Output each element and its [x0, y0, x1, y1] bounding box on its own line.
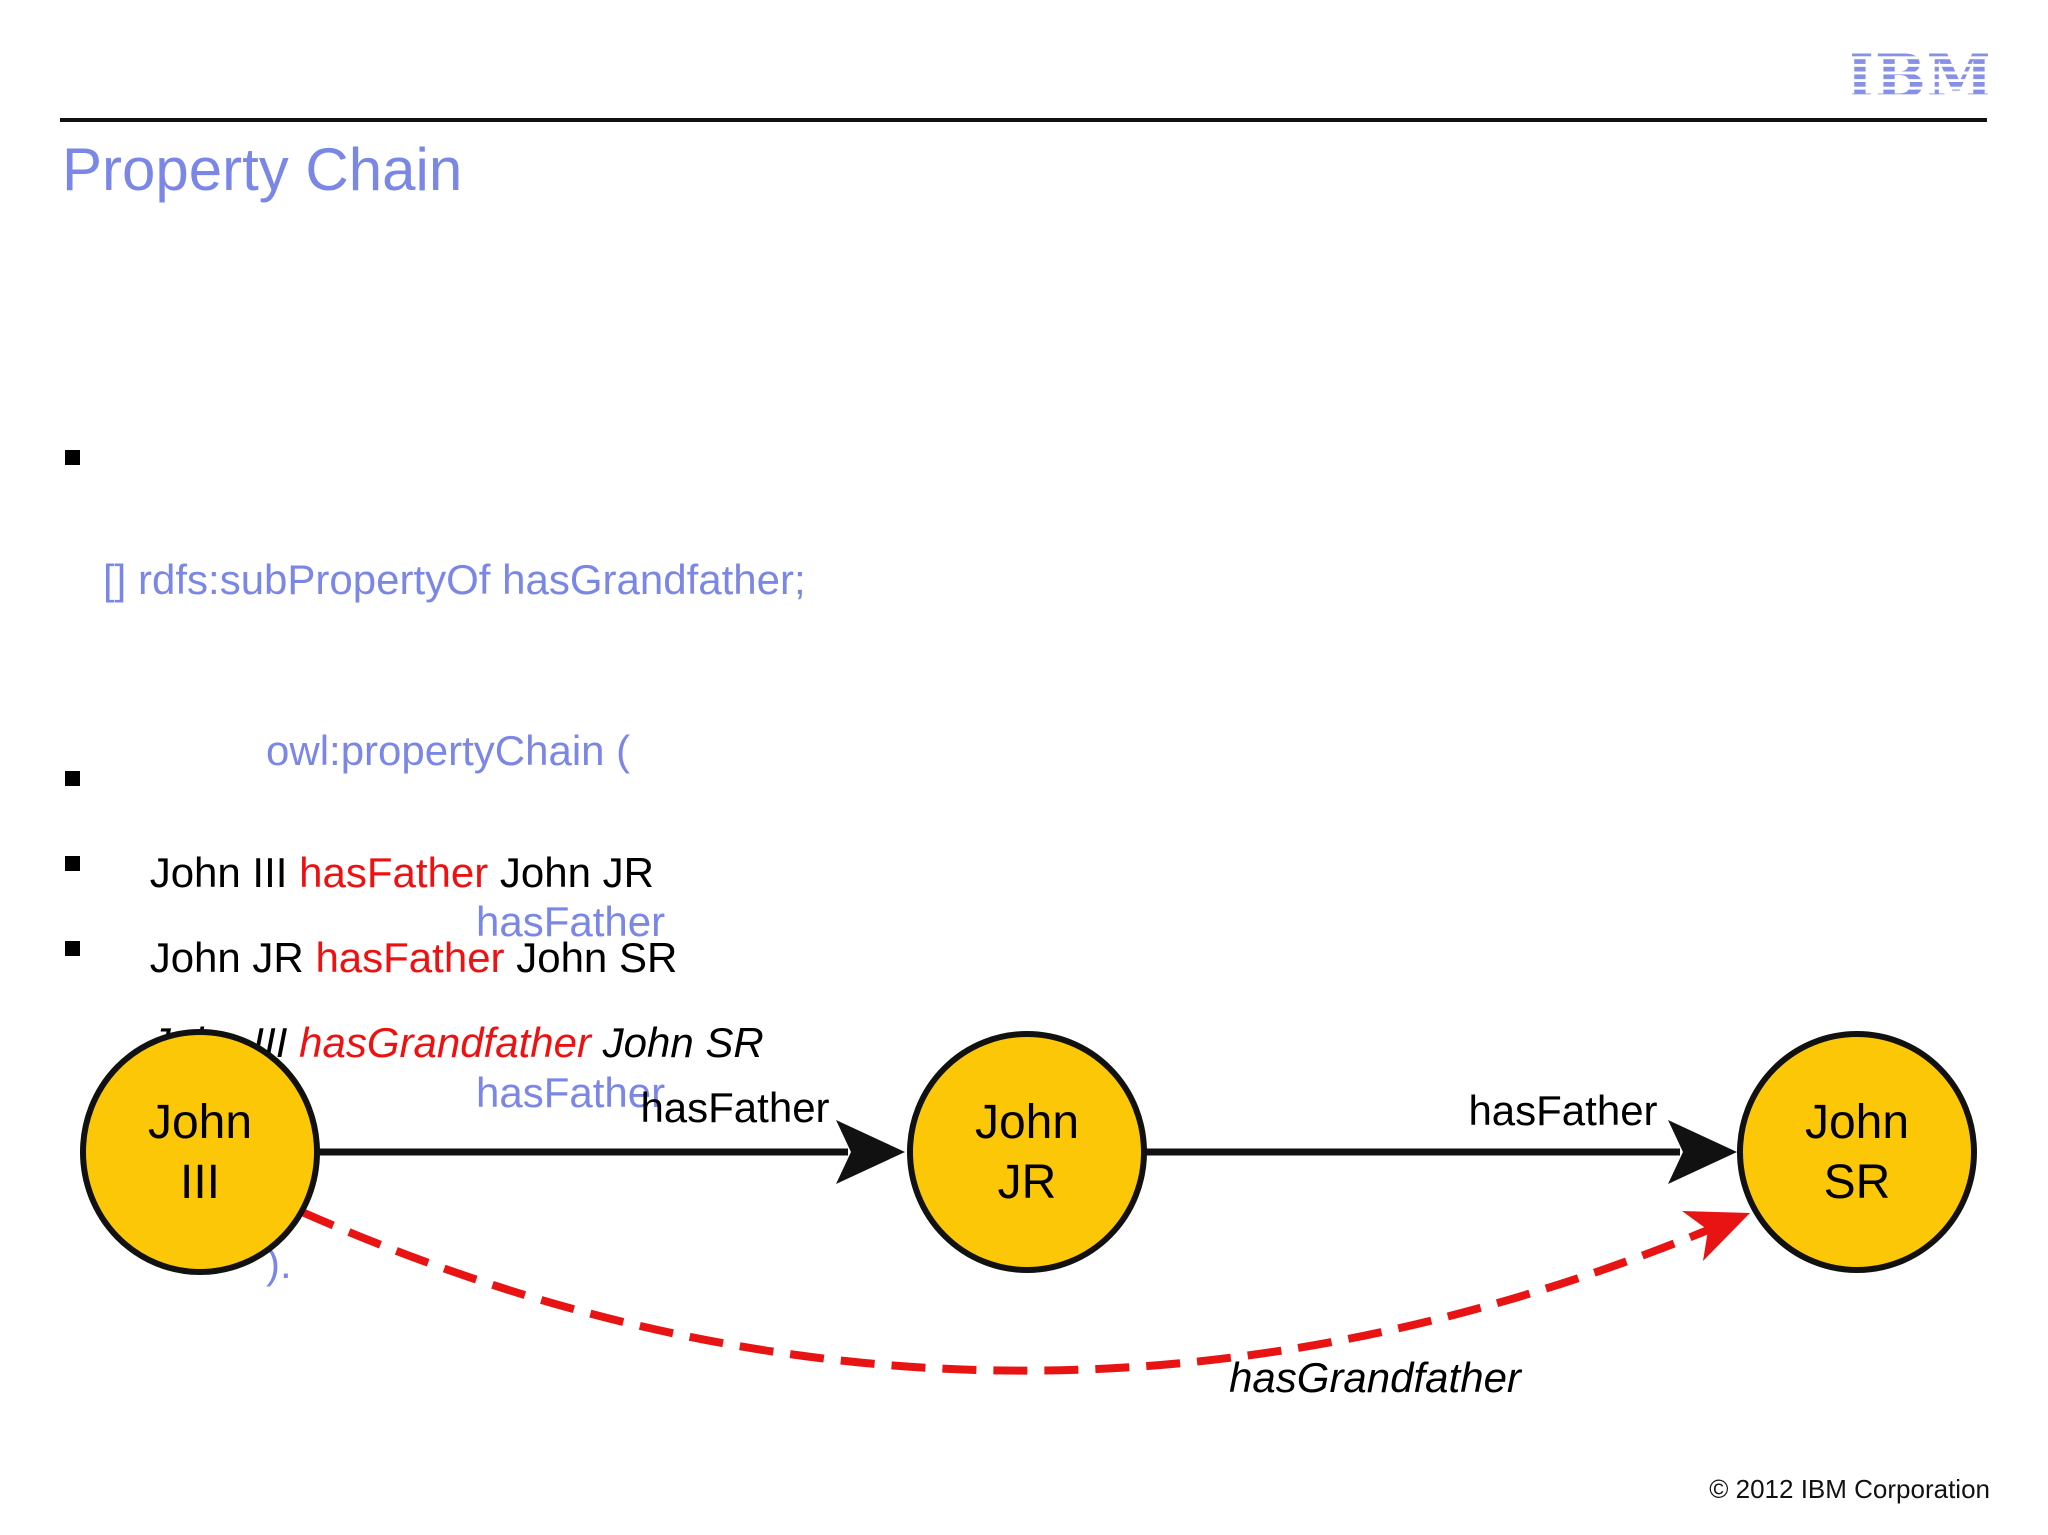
page-title: Property Chain	[62, 136, 463, 203]
bullet-square-icon	[65, 856, 80, 871]
ibm-logo-icon: IBM	[1852, 44, 1988, 106]
fact-object: John JR	[488, 849, 654, 897]
node-john-iii-label-line1: John	[148, 1096, 252, 1149]
code-line: owl:propertyChain (	[266, 727, 631, 774]
fact-row: John JR hasFather John SR	[65, 843, 677, 1028]
fact-row: John III hasFather John JR	[65, 758, 654, 943]
edge-hasfather-1-label: hasFather	[640, 1084, 829, 1131]
ibm-logo-text: IBM	[1852, 44, 1988, 106]
property-chain-diagram: hasFather hasFather hasGrandfather John …	[80, 1029, 1977, 1401]
code-line: hasFather	[476, 1069, 666, 1116]
fact-text: John JR hasFather John SR	[150, 935, 678, 981]
fact-object: John SR	[590, 1019, 764, 1067]
node-john-sr-label-line2: SR	[1824, 1156, 1891, 1209]
copyright-notice: © 2012 IBM Corporation	[1709, 1474, 1990, 1504]
code-lines: [] rdfs:subPropertyOf hasGrandfather; ow…	[103, 437, 806, 1406]
bullet-square-icon	[65, 771, 80, 786]
fact-text: John III hasFather John JR	[150, 850, 654, 896]
fact-subject: John III	[149, 849, 300, 897]
edge-hasgrandfather-arrowhead-icon	[1682, 1211, 1750, 1261]
edge-hasfather-2-label: hasFather	[1468, 1087, 1657, 1134]
fact-predicate: hasGrandfather	[299, 1019, 591, 1067]
node-john-sr	[1737, 1031, 1977, 1273]
code-line: [] rdfs:subPropertyOf hasGrandfather;	[103, 556, 806, 603]
node-john-jr-label-line1: John	[975, 1096, 1079, 1149]
bullet-square-icon	[65, 941, 80, 956]
fact-subject: John JR	[149, 934, 316, 982]
node-john-sr-label-line1: John	[1805, 1096, 1909, 1149]
edge-hasfather-1-arrowhead-icon	[836, 1120, 905, 1184]
header-divider	[60, 118, 1987, 122]
code-block: [] rdfs:subPropertyOf hasGrandfather; ow…	[65, 437, 806, 1406]
node-john-jr-label-line2: JR	[998, 1156, 1057, 1209]
fact-predicate: hasFather	[315, 934, 505, 982]
bullet-square-icon	[65, 450, 80, 465]
edge-hasgrandfather-dashed-curve	[300, 1208, 1710, 1375]
code-line: hasFather	[476, 898, 666, 945]
node-john-jr	[907, 1031, 1147, 1273]
edge-hasgrandfather-label: hasGrandfather	[1229, 1354, 1523, 1401]
node-john-iii-label-line2: III	[180, 1156, 220, 1209]
fact-object: John SR	[504, 934, 678, 982]
edge-hasfather-2-arrowhead-icon	[1668, 1120, 1737, 1184]
node-john-iii	[80, 1029, 320, 1275]
fact-predicate: hasFather	[299, 849, 489, 897]
